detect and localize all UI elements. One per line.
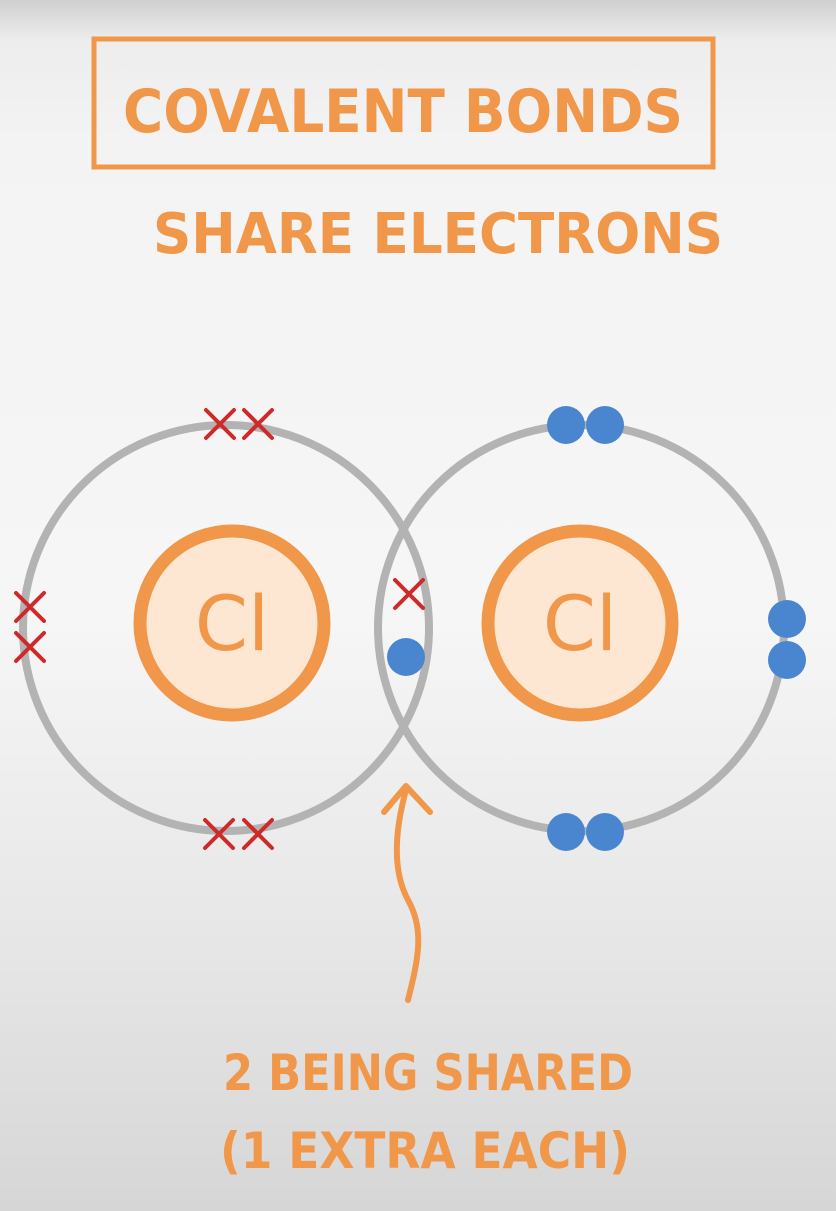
left-atom-symbol: Cl <box>195 579 269 668</box>
caption-line-1: 2 Being Shared <box>223 1044 633 1102</box>
cross-electron <box>242 408 274 440</box>
dot-electron <box>547 813 585 851</box>
right-nucleus <box>481 524 679 722</box>
cross-electron <box>242 818 274 850</box>
right-atom-symbol: Cl <box>543 579 617 668</box>
cross-electron <box>203 818 235 850</box>
left-atom-electrons <box>14 408 425 850</box>
dot-electron <box>586 813 624 851</box>
shared-pair-arrow <box>381 783 433 1003</box>
cross-electron <box>204 408 236 440</box>
cross-electron <box>14 631 46 663</box>
title: Covalent Bonds <box>123 77 683 147</box>
cross-electron <box>14 591 46 623</box>
shared-dot-electron <box>387 638 425 676</box>
dot-electron <box>586 406 624 444</box>
shared-cross-electron <box>393 578 425 610</box>
arrow-shaft <box>393 787 422 1003</box>
dot-electron <box>547 406 585 444</box>
dot-electron <box>768 641 806 679</box>
left-electron-shell <box>19 421 433 835</box>
subtitle: Share Electrons <box>153 202 723 267</box>
title-box <box>91 36 716 170</box>
caption-line-2: (1 Extra Each) <box>220 1122 630 1180</box>
left-nucleus <box>133 524 331 722</box>
arrow-head <box>381 783 433 815</box>
dot-electron <box>768 600 806 638</box>
right-atom-electrons <box>387 406 806 851</box>
